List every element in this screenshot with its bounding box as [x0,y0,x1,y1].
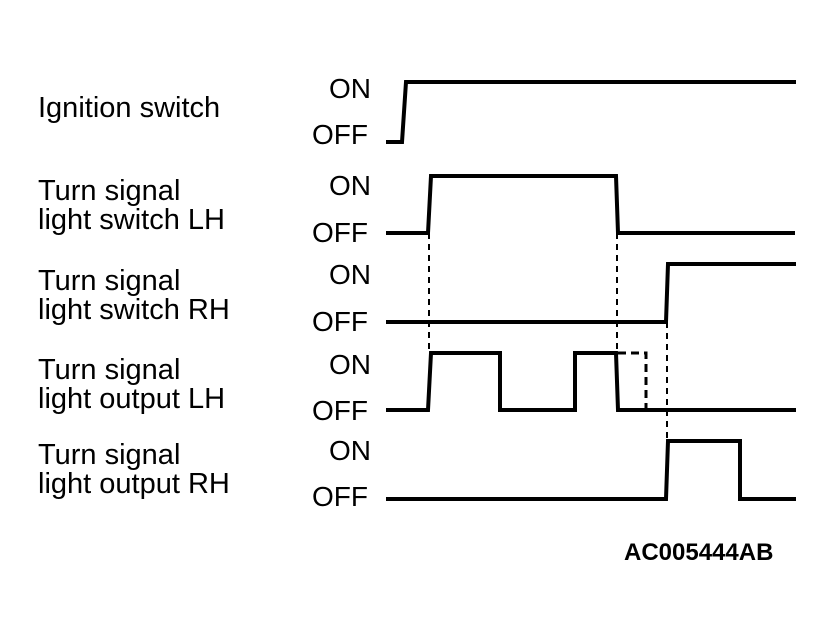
on-label-switch-rh: ON [329,259,371,290]
signal-label-switch-lh-line2: light switch LH [38,204,225,236]
timing-guides [428,233,668,441]
off-label-ignition: OFF [312,119,368,150]
off-label-switch-rh: OFF [312,306,368,337]
on-label-switch-lh: ON [329,170,371,201]
waveform-ignition-switch [386,80,796,144]
signal-label-switch-rh-line1: Turn signal [38,265,180,297]
level-labels: ON OFF ON OFF ON OFF ON OFF ON OFF [312,73,371,512]
signal-label-output-rh-line1: Turn signal [38,439,180,471]
signal-label-ignition-switch: Ignition switch [38,92,220,124]
signal-label-output-lh-line1: Turn signal [38,354,180,386]
off-label-output-rh: OFF [312,481,368,512]
waveform-switch-lh [386,174,795,235]
off-label-output-lh: OFF [312,395,368,426]
waveform-output-rh [386,439,796,501]
signal-labels: Ignition switch Turn signal light switch… [38,92,230,500]
on-label-output-rh: ON [329,435,371,466]
waveform-switch-rh [386,262,796,324]
waveform-output-lh [386,351,796,412]
signal-label-switch-rh-line2: light switch RH [38,294,230,326]
waveforms [386,80,796,501]
off-label-switch-lh: OFF [312,217,368,248]
figure-reference-code: AC005444AB [624,539,773,566]
signal-label-switch-lh-line1: Turn signal [38,175,180,207]
cancelled-pulse-outline [618,351,648,410]
signal-label-output-rh-line2: light output RH [38,468,230,500]
on-label-ignition: ON [329,73,371,104]
signal-label-output-lh-line2: light output LH [38,383,225,415]
on-label-output-lh: ON [329,349,371,380]
